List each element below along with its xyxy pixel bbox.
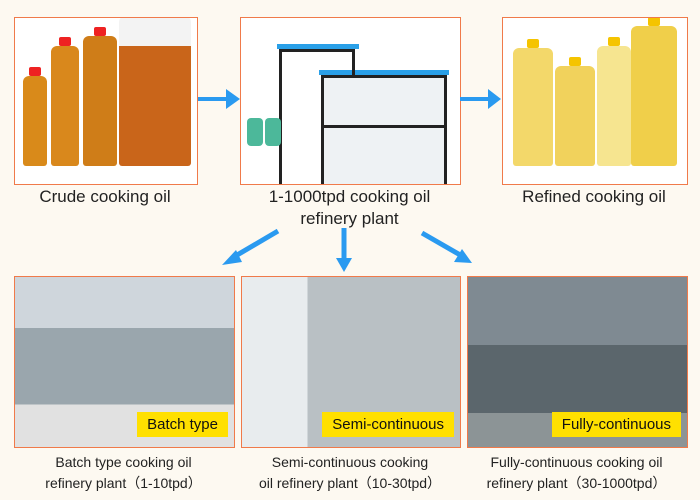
- cooling-tower: [265, 118, 281, 146]
- bottle: [51, 37, 79, 166]
- crude-oil-label: Crude cooking oil: [39, 187, 171, 206]
- batch-type-image: Batch type: [14, 276, 235, 448]
- bottle: [513, 39, 553, 166]
- arrow-right-icon: [460, 89, 501, 109]
- plant-roof: [277, 44, 359, 49]
- caption-line: refinery plant（30-1000tpd）: [486, 475, 667, 491]
- arrow-right-icon: [198, 89, 240, 109]
- caption-line: refinery plant（1-10tpd）: [45, 475, 202, 491]
- bottle: [23, 67, 47, 166]
- refined-oil-image: [502, 17, 688, 185]
- caption-line: Semi-continuous cooking: [271, 454, 429, 470]
- bottle: [83, 27, 117, 166]
- refinery-plant-image: [240, 17, 461, 185]
- caption-line: oil refinery plant（10-30tpd）: [258, 475, 442, 491]
- batch-type-tag: Batch type: [137, 412, 228, 437]
- bottle: [631, 18, 677, 166]
- plant-frame: [321, 75, 447, 184]
- arrow-down-left-icon: [230, 228, 280, 261]
- jug: [119, 18, 191, 166]
- bottle: [555, 57, 595, 166]
- arrow-down-right-icon: [420, 230, 464, 259]
- fully-continuous-tag: Fully-continuous: [551, 412, 681, 437]
- caption-line: Batch type cooking oil: [55, 454, 192, 470]
- caption-line: Fully-continuous cooking oil: [490, 454, 663, 470]
- refinery-plant-label: 1-1000tpd cooking oil refinery plant: [268, 187, 431, 228]
- fully-continuous-caption: Fully-continuous cooking oil refinery pl…: [462, 452, 691, 494]
- batch-type-caption: Batch type cooking oil refinery plant（1-…: [14, 452, 233, 494]
- semi-continuous-image: Semi-continuous: [241, 276, 461, 448]
- plant-roof: [319, 70, 449, 75]
- crude-oil-image: [14, 17, 198, 185]
- semi-continuous-caption: Semi-continuous cooking oil refinery pla…: [236, 452, 464, 494]
- fully-continuous-image: Fully-continuous: [467, 276, 688, 448]
- bottle: [597, 37, 631, 166]
- semi-continuous-tag: Semi-continuous: [322, 412, 454, 437]
- cooling-tower: [247, 118, 263, 146]
- refined-oil-label: Refined cooking oil: [522, 187, 666, 206]
